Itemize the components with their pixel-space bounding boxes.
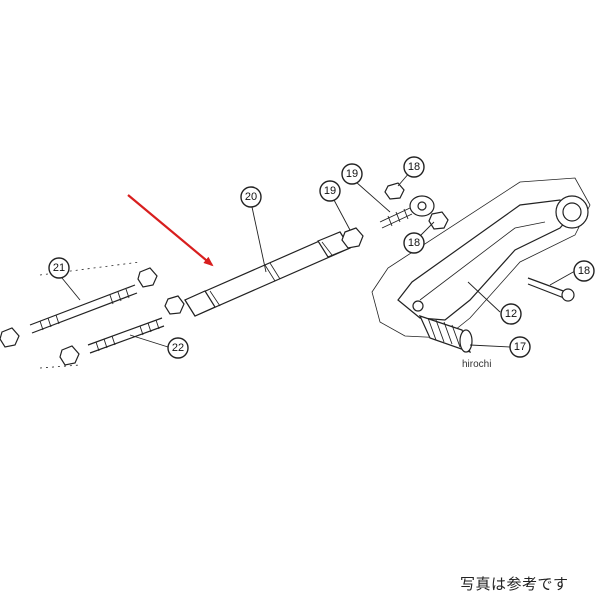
leader-12 (467, 281, 501, 313)
nut-left-a (0, 327, 20, 348)
nut-19 (341, 227, 364, 249)
leader-18-right (549, 270, 576, 286)
reference-note: 写真は参考です (460, 575, 569, 593)
callout-19-upper: 19 (341, 163, 363, 185)
nut-left-c (137, 267, 158, 288)
short-bolt-22 (87, 317, 165, 354)
indicator-arrow (127, 194, 214, 267)
callout-21: 21 (48, 257, 70, 279)
callout-label: 22 (172, 342, 184, 354)
leader-22 (129, 334, 169, 348)
leader-20 (251, 206, 267, 273)
assembly-line-lower (39, 364, 81, 369)
leader-19-left (333, 199, 351, 231)
shift-rod-20 (184, 231, 351, 317)
callout-label: 21 (53, 262, 65, 274)
callout-label: 18 (408, 161, 420, 173)
callout-17: 17 (509, 336, 531, 358)
assembly-line-upper (39, 261, 141, 276)
callout-12: 12 (500, 303, 522, 325)
leader-17 (469, 344, 511, 348)
callout-label: 18 (578, 265, 590, 277)
brand-watermark: hirochi (462, 359, 492, 370)
shift-lever-12 (371, 177, 591, 339)
callout-label: 19 (346, 168, 358, 180)
callout-label: 17 (514, 341, 526, 353)
callout-label: 18 (408, 237, 420, 249)
bolt-18-right (527, 277, 575, 302)
callout-19-left: 19 (319, 180, 341, 202)
nut-left-b (59, 345, 80, 366)
leader-19-upper (355, 181, 391, 213)
rod-end-19 (379, 195, 435, 229)
callout-label: 20 (245, 191, 257, 203)
long-bolt-21 (29, 284, 138, 334)
foot-peg-17 (418, 314, 473, 353)
leader-21 (61, 277, 81, 301)
callout-20: 20 (240, 186, 262, 208)
callout-18-right: 18 (573, 260, 595, 282)
nut-18-lower (428, 211, 449, 230)
callout-label: 12 (505, 308, 517, 320)
nut-rod-left (164, 295, 185, 315)
callout-22: 22 (167, 337, 189, 359)
nut-18-upper (384, 182, 405, 200)
callout-label: 19 (324, 185, 336, 197)
callout-18-upper: 18 (403, 156, 425, 178)
callout-18-lower: 18 (403, 232, 425, 254)
